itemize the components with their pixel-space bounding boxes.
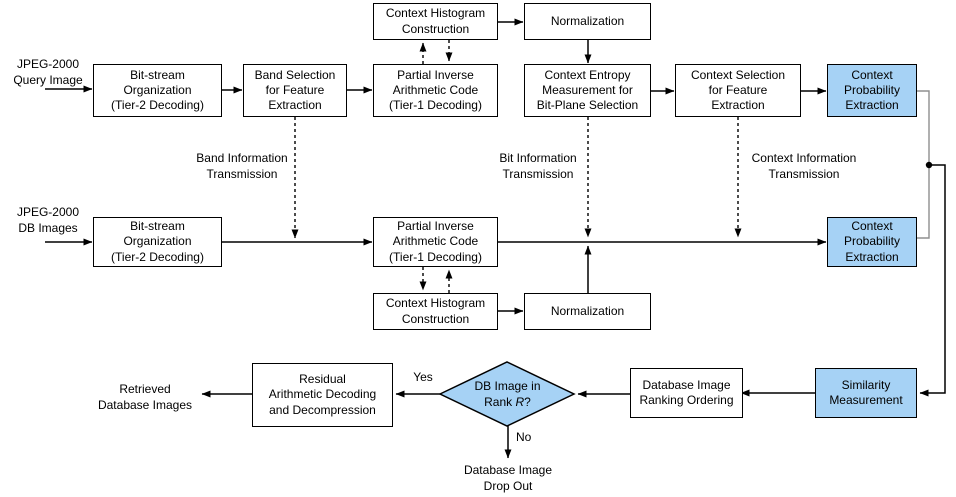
drop-out-label: Database Image Drop Out (463, 463, 553, 493)
box-ranking-ordering: Database Image Ranking Ordering (630, 368, 743, 418)
box-band-selection: Band Selection for Feature Extraction (243, 64, 347, 117)
box-similarity-measurement: Similarity Measurement (815, 368, 917, 418)
db-images-label: JPEG-2000 DB Images (16, 205, 80, 235)
context-information-label: Context Information Transmission (751, 151, 857, 181)
box-context-histogram-query: Context Histogram Construction (373, 3, 498, 40)
box-partial-inverse-db: Partial Inverse Arithmetic Code (Tier-1 … (373, 217, 498, 267)
decision-line2-suffix: ? (524, 394, 531, 409)
band-information-label: Band Information Transmission (196, 151, 288, 181)
bit-information-label: Bit Information Transmission (499, 151, 577, 181)
connector-to-similarity (919, 164, 946, 397)
box-partial-inverse-query: Partial Inverse Arithmetic Code (Tier-1 … (373, 64, 498, 117)
box-context-entropy: Context Entropy Measurement for Bit-Plan… (524, 64, 651, 117)
decision-rank-variable: R (515, 394, 525, 409)
box-residual-decoding: Residual Arithmetic Decoding and Decompr… (252, 363, 393, 427)
box-context-selection: Context Selection for Feature Extraction (675, 64, 801, 117)
junction-dot (925, 161, 933, 169)
box-context-histogram-db: Context Histogram Construction (373, 293, 498, 330)
decision-line2-prefix: Rank (484, 394, 516, 409)
decision-text: DB Image in Rank R? (445, 379, 570, 410)
box-normalization-query: Normalization (524, 3, 651, 40)
retrieved-images-label: Retrieved Database Images (97, 382, 193, 412)
decision-diamond (438, 361, 576, 427)
no-label: No (516, 430, 532, 444)
box-context-probability-db: Context Probability Extraction (827, 217, 917, 267)
box-normalization-db: Normalization (524, 293, 651, 330)
decision-line1: DB Image in (474, 379, 541, 393)
query-image-label: JPEG-2000 Query Image (13, 57, 83, 87)
box-context-probability-query: Context Probability Extraction (827, 64, 917, 117)
box-bitstream-organization-db: Bit-stream Organization (Tier-2 Decoding… (93, 217, 222, 267)
yes-label: Yes (413, 370, 433, 384)
box-bitstream-organization-query: Bit-stream Organization (Tier-2 Decoding… (93, 64, 222, 117)
